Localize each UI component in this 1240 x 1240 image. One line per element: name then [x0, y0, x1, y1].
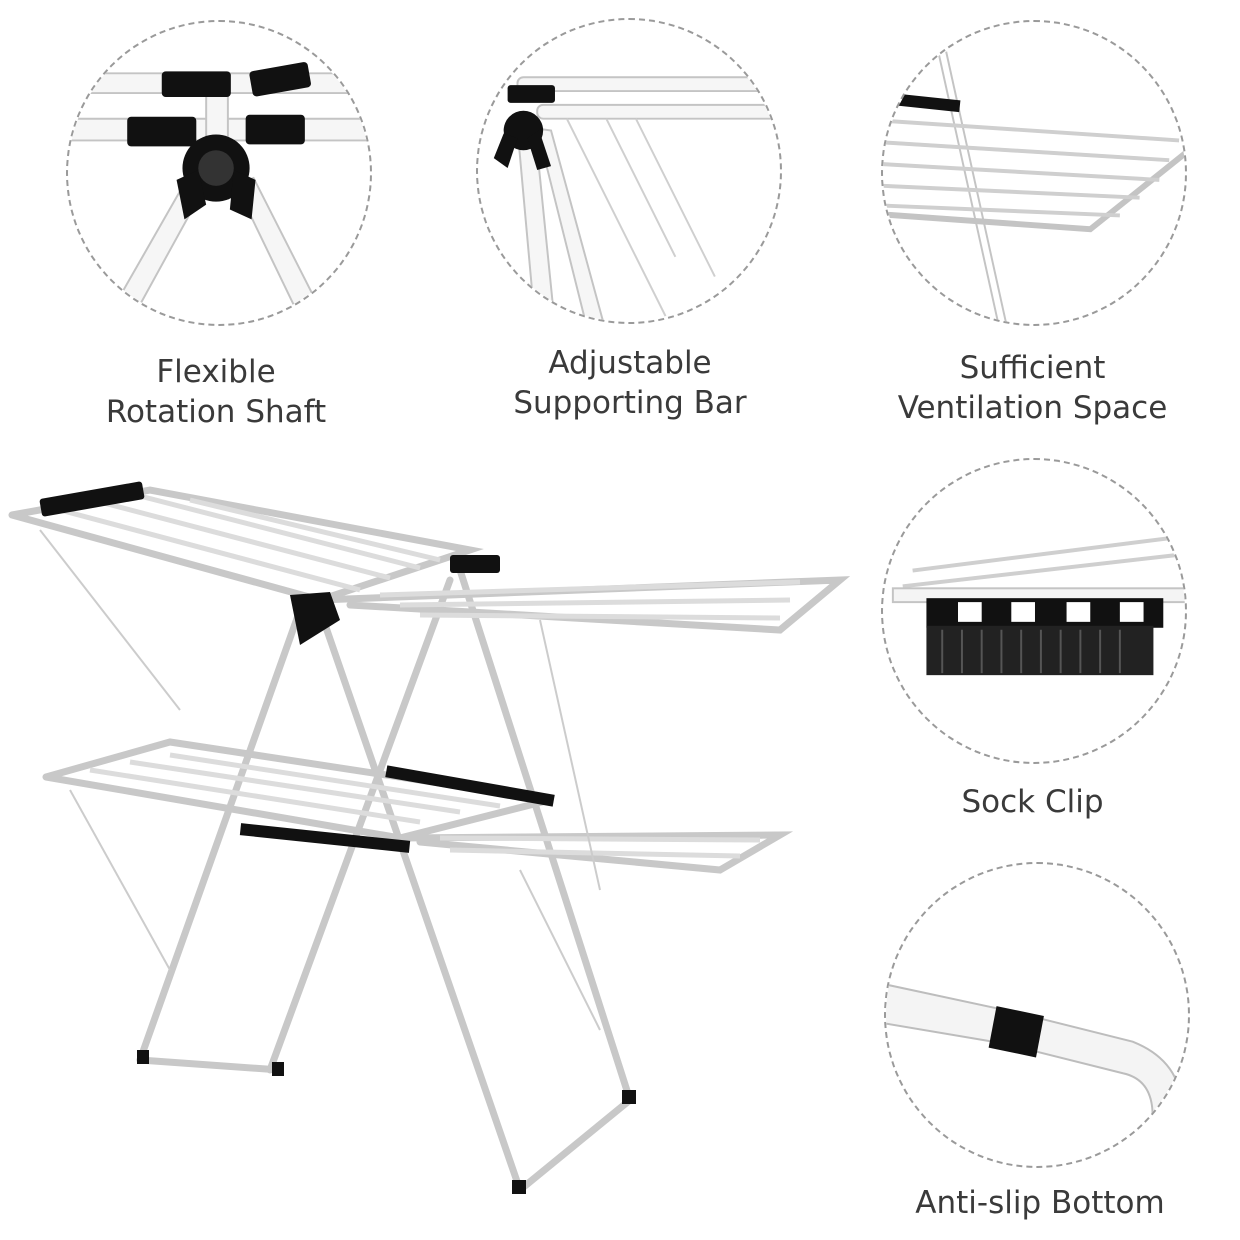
ventilation-rack-icon — [883, 51, 1185, 324]
anti-slip-foot-icon — [886, 983, 1184, 1166]
caption-ventilation: Sufficient Ventilation Space — [880, 348, 1185, 428]
caption-rotation: Flexible Rotation Shaft — [96, 352, 336, 432]
rotation-shaft-joint-icon — [68, 62, 370, 324]
caption-rotation-line1: Flexible — [156, 354, 276, 390]
feature-circle-sock — [881, 458, 1187, 764]
supporting-bar-icon — [493, 76, 780, 322]
caption-sock-line1: Sock Clip — [961, 784, 1104, 820]
caption-sock: Sock Clip — [900, 782, 1165, 822]
drying-rack-illustration — [8, 481, 851, 1194]
feature-circle-supporting — [476, 18, 782, 324]
caption-supporting-line1: Adjustable — [548, 345, 712, 381]
caption-ventilation-line1: Sufficient — [959, 350, 1106, 386]
feature-circle-rotation — [66, 20, 372, 326]
feature-circle-ventilation — [881, 20, 1187, 326]
caption-supporting: Adjustable Supporting Bar — [500, 343, 760, 423]
caption-antislip-line1: Anti-slip Bottom — [915, 1185, 1165, 1221]
caption-ventilation-line2: Ventilation Space — [897, 390, 1168, 426]
feature-circle-antislip — [884, 862, 1190, 1168]
caption-antislip: Anti-slip Bottom — [890, 1183, 1190, 1223]
caption-rotation-line2: Rotation Shaft — [105, 394, 327, 430]
caption-supporting-line2: Supporting Bar — [513, 385, 747, 421]
sock-clip-icon — [891, 535, 1185, 676]
